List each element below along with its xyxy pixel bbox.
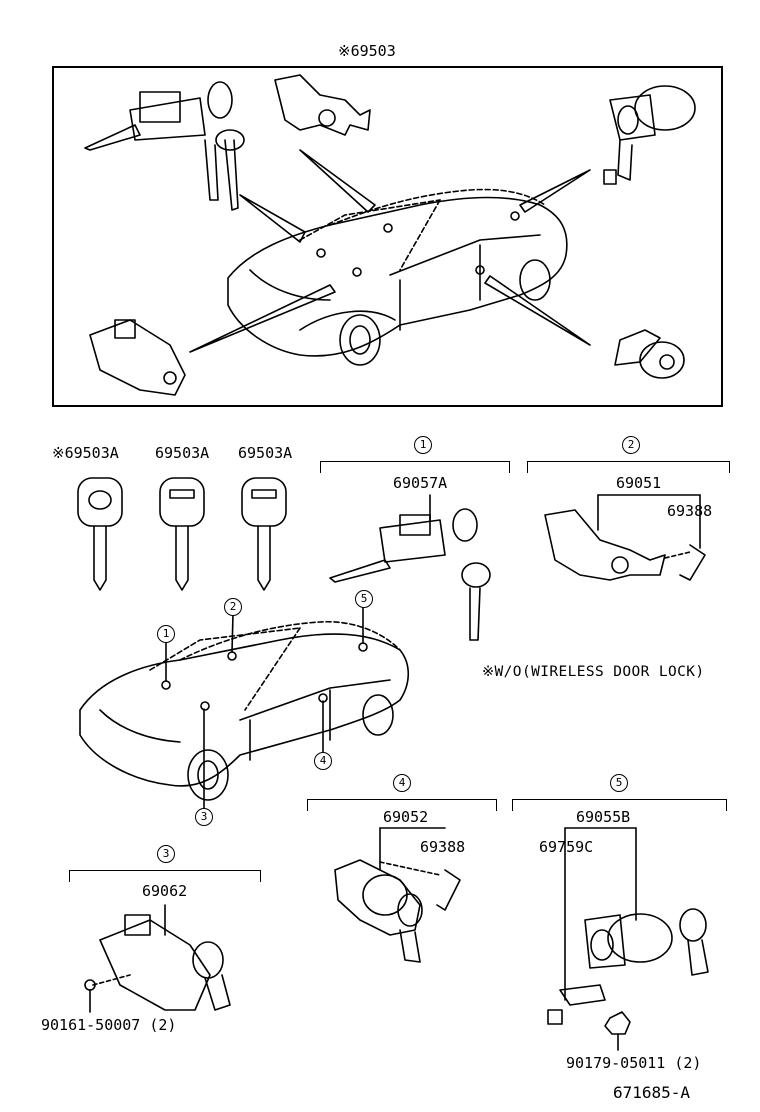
group-5-bracket xyxy=(512,799,727,811)
group-2-badge: 2 xyxy=(622,436,640,454)
top-trunk-lock xyxy=(615,330,684,378)
group-1-badge: 1 xyxy=(414,436,432,454)
key-3-drawing xyxy=(242,478,286,590)
g5-trunk-lock-drawing xyxy=(548,828,708,1050)
g2-door-lock-drawing xyxy=(545,495,705,580)
assembly-frame xyxy=(52,66,723,407)
callout-5: 5 xyxy=(355,590,373,608)
top-door-lock-right xyxy=(604,86,695,184)
top-door-lock-left xyxy=(275,75,370,135)
top-glove-box-lock xyxy=(90,320,185,395)
g3-glove-box-lock-drawing xyxy=(85,905,230,1012)
key-1-label: ※69503A xyxy=(52,444,119,462)
g5-part-90179-05011: 90179-05011 (2) xyxy=(566,1054,702,1072)
key-2-label: 69503A xyxy=(155,444,210,462)
key-2-drawing xyxy=(160,478,204,590)
g5-part-69055b: 69055B xyxy=(576,808,631,826)
g1-part-69057a: 69057A xyxy=(393,474,448,492)
g3-part-90161-50007: 90161-50007 (2) xyxy=(41,1016,177,1034)
g2-part-69388: 69388 xyxy=(667,502,713,520)
wireless-note: ※W/O(WIRELESS DOOR LOCK) xyxy=(482,664,705,680)
group-3-badge: 3 xyxy=(157,845,175,863)
g3-part-69062: 69062 xyxy=(142,882,188,900)
g4-part-69052: 69052 xyxy=(383,808,429,826)
g4-door-lock-drawing xyxy=(335,828,460,962)
callout-1: 1 xyxy=(157,625,175,643)
group-3-bracket xyxy=(69,870,261,882)
top-ignition-cylinder xyxy=(85,82,244,210)
key-1-drawing xyxy=(78,478,122,590)
g5-part-69759c: 69759C xyxy=(539,838,594,856)
callout-4: 4 xyxy=(314,752,332,770)
top-car-illustration xyxy=(228,190,567,365)
bottom-car-illustration xyxy=(80,606,408,809)
callout-3: 3 xyxy=(195,808,213,826)
diagram-id: 671685-A xyxy=(613,1083,691,1102)
top-callout-arrows xyxy=(190,150,590,352)
callout-2: 2 xyxy=(224,598,242,616)
g1-ignition-drawing xyxy=(330,495,490,640)
group-2-bracket xyxy=(527,461,730,473)
group-4-badge: 4 xyxy=(393,774,411,792)
assembly-label: ※69503 xyxy=(338,42,396,60)
group-5-badge: 5 xyxy=(610,774,628,792)
group-4-bracket xyxy=(307,799,497,811)
g2-part-69051: 69051 xyxy=(616,474,662,492)
key-3-label: 69503A xyxy=(238,444,293,462)
g4-part-69388: 69388 xyxy=(420,838,466,856)
group-1-bracket xyxy=(320,461,510,473)
